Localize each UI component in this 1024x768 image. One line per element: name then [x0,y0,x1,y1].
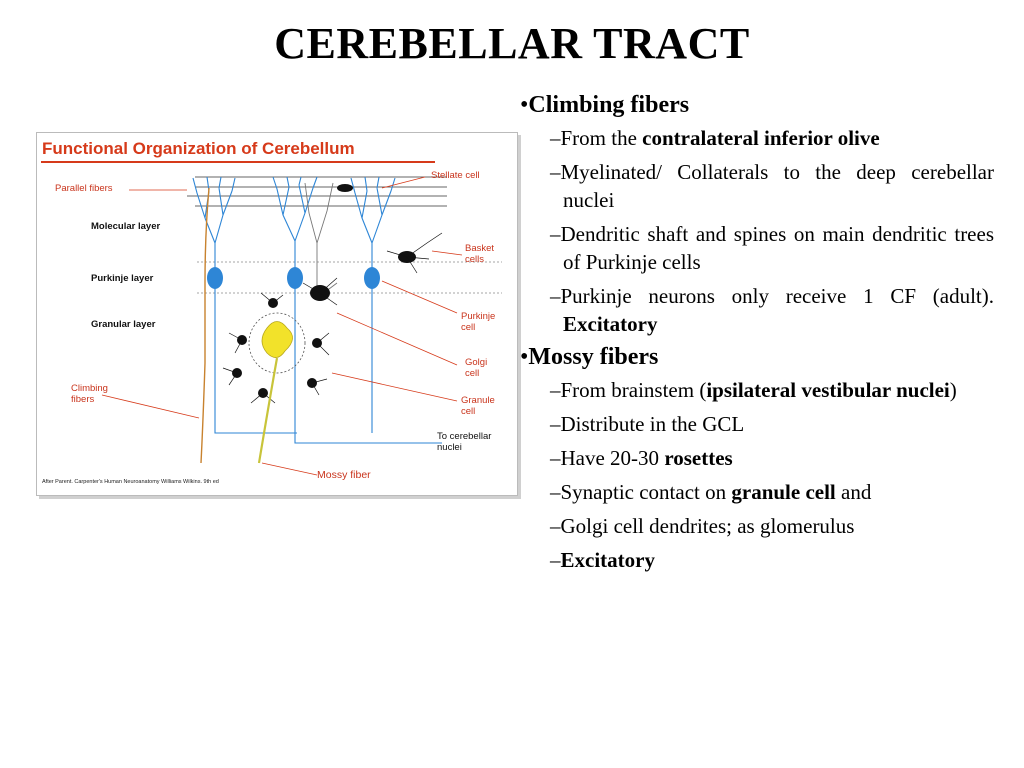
slide-title: CEREBELLAR TRACT [274,19,750,68]
bullet-heading-mossy: Mossy fibers [528,344,659,370]
sub-text: Distribute in the GCL [560,412,745,436]
sub-text: ) [949,378,957,402]
cerebellum-figure: Functional Organization of Cerebellum Pa… [36,132,518,496]
sub-text-bold: Excitatory [563,312,658,336]
dash-marker: – [550,126,561,150]
dash-marker: – [550,446,561,470]
bullet-climbing-fibers: •Climbing fibers [520,88,994,122]
dash-marker: – [550,548,561,572]
dash-marker: – [550,222,561,246]
sub-text: Purkinje neurons only receive 1 CF (adul… [560,284,995,308]
label-basket-cells-line2: cells [465,254,485,265]
label-granule-cell-line2: cell [461,406,476,417]
label-to-nuclei-line2: nuclei [437,442,462,453]
label-purkinje-layer: Purkinje layer [91,273,154,284]
sub-text-bold: contralateral inferior olive [642,126,880,150]
sub-bullet-myelinated: –Myelinated/ Collaterals to the deep cer… [520,158,994,214]
dash-marker: – [550,378,561,402]
bullet-mossy-fibers: •Mossy fibers [520,340,994,374]
sub-text-bold: rosettes [664,446,733,470]
sub-text: and [835,480,872,504]
sub-text: Synaptic contact on [560,480,732,504]
bullet-heading-climbing: Climbing fibers [528,92,690,118]
sub-bullet-rosettes: –Have 20-30 rosettes [520,444,994,472]
sub-bullet-brainstem: –From brainstem (ipsilateral vestibular … [520,376,994,404]
label-basket-cells: Basket cells [465,243,494,265]
cerebellum-diagram [41,161,502,476]
sub-text: From brainstem ( [560,378,707,402]
label-to-nuclei-line1: To cerebellar [437,431,492,442]
sub-text: Golgi cell dendrites; as glomerulus [560,514,855,538]
dash-marker: – [550,514,561,538]
sub-text: Have 20-30 [560,446,665,470]
sub-text-bold: Excitatory [560,548,655,572]
label-granule-cell-line1: Granule [461,395,495,406]
sub-text: Dendritic shaft and spines on main dendr… [560,222,995,274]
sub-text-bold: ipsilateral vestibular nuclei [706,378,950,402]
label-golgi-cell-line1: Golgi [465,357,488,368]
label-golgi-cell: Golgi cell [465,357,487,379]
dash-marker: – [550,480,561,504]
sub-text: Myelinated/ Collaterals to the deep cere… [560,160,995,212]
sub-bullet-excitatory: –Excitatory [520,546,994,574]
sub-text-bold: granule cell [731,480,836,504]
bullet-list: •Climbing fibers –From the contralateral… [520,88,994,574]
label-purkinje-cell: Purkinje cell [461,311,495,333]
label-purkinje-cell-line1: Purkinje [461,311,496,322]
dash-marker: – [550,160,561,184]
label-granular-layer: Granular layer [91,319,156,330]
sub-text: From the [560,126,643,150]
label-molecular-layer: Molecular layer [91,221,161,232]
figure-title: Functional Organization of Cerebellum [42,139,355,158]
label-parallel-fibers: Parallel fibers [55,183,113,194]
figure-caption: After Parent. Carpenter's Human Neuroana… [42,479,219,485]
label-stellate-cell: Stellate cell [431,170,480,181]
sub-bullet-golgi: –Golgi cell dendrites; as glomerulus [520,512,994,540]
sub-bullet-gcl: –Distribute in the GCL [520,410,994,438]
bullet-marker: • [520,92,529,118]
sub-bullet-origin: –From the contralateral inferior olive [520,124,994,152]
label-granule-cell: Granule cell [461,395,495,417]
dash-marker: – [550,412,561,436]
dash-marker: – [550,284,561,308]
label-golgi-cell-line2: cell [465,368,480,379]
label-purkinje-cell-line2: cell [461,322,476,333]
sub-bullet-granule-contact: –Synaptic contact on granule cell and [520,478,994,506]
label-climbing-fibers-line2: fibers [71,394,95,405]
label-climbing-fibers: Climbing fibers [71,383,108,405]
label-basket-cells-line1: Basket [465,243,495,254]
label-mossy-fiber: Mossy fiber [317,469,371,481]
sub-bullet-dendritic: –Dendritic shaft and spines on main dend… [520,220,994,276]
label-to-cerebellar-nuclei: To cerebellar nuclei [437,431,491,453]
bullet-marker: • [520,344,529,370]
sub-bullet-purkinje-cf: –Purkinje neurons only receive 1 CF (adu… [520,282,994,338]
label-climbing-fibers-line1: Climbing [71,383,108,394]
